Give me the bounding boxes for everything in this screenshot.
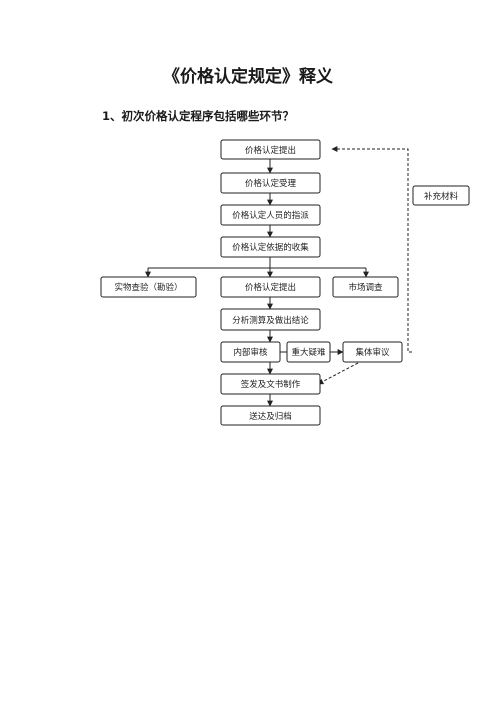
dashed-feedback-to-propose — [331, 146, 412, 353]
label-assign: 价格认定人员的指派 — [232, 210, 309, 221]
box-deliver-archive — [220, 405, 321, 426]
label-propose-mid: 价格认定提出 — [245, 282, 296, 293]
box-analyze — [220, 308, 321, 331]
label-analyze: 分析测算及做出结论 — [232, 315, 309, 326]
box-collective-review — [342, 341, 403, 363]
box-accept — [220, 172, 321, 194]
label-inspect: 实物查验（勘验） — [114, 282, 182, 293]
box-propose-mid — [220, 276, 321, 298]
question-heading: 1、初次价格认定程序包括哪些环节？ — [102, 109, 294, 123]
label-accept: 价格认定受理 — [245, 178, 297, 189]
page-title: 《价格认定规定》释义 — [163, 67, 333, 87]
dashed-collective-to-sign — [317, 362, 359, 385]
label-major-doubt: 重大疑难 — [291, 347, 326, 358]
box-major-doubt — [286, 341, 331, 363]
box-sign-issue — [220, 373, 321, 395]
box-supplement — [412, 185, 470, 206]
label-supplement: 补充材料 — [424, 191, 459, 202]
label-collect: 价格认定依据的收集 — [232, 242, 309, 253]
box-propose-top — [220, 139, 321, 160]
label-sign-issue: 签发及文书制作 — [241, 379, 301, 390]
label-deliver-archive: 送达及归档 — [249, 411, 292, 422]
label-market: 市场调查 — [348, 282, 383, 293]
box-inspect — [100, 276, 197, 298]
label-internal-review: 内部审核 — [233, 347, 268, 358]
box-internal-review — [220, 341, 281, 363]
label-collective-review: 集体审议 — [355, 347, 390, 358]
label-propose-top: 价格认定提出 — [245, 145, 296, 156]
box-assign — [220, 204, 321, 226]
box-collect — [220, 236, 321, 258]
box-market — [332, 276, 399, 298]
